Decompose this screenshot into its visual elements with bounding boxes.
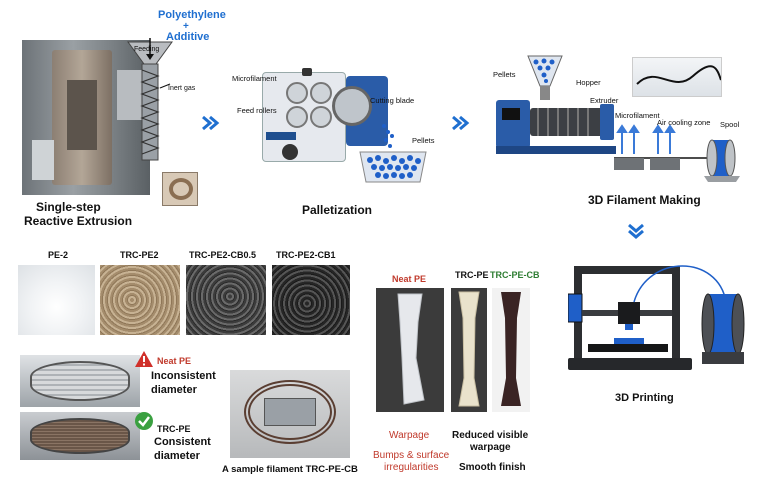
trc-pe-desc-line2: diameter bbox=[154, 450, 200, 462]
warning-icon bbox=[135, 351, 153, 367]
extrusion-title-line2: Reactive Extrusion bbox=[24, 214, 133, 228]
pellet-tray-diagram bbox=[359, 124, 427, 183]
feed-rollers-label: Feed rollers bbox=[237, 106, 277, 115]
bumps-label-line2: irregularities bbox=[384, 462, 439, 473]
pellets-label: Pellets bbox=[412, 136, 435, 145]
printed-part-photo-trc bbox=[451, 288, 487, 412]
sample-photo-trc-pe2 bbox=[100, 265, 180, 335]
microfilament-label: Microfilament bbox=[232, 74, 277, 83]
filament-inset-photo bbox=[632, 57, 722, 97]
reduced-warpage-line1: Reduced visible bbox=[452, 430, 529, 441]
flow-arrow-icon bbox=[452, 115, 470, 131]
sample-filament-caption: A sample filament TRC-PE-CB bbox=[222, 464, 358, 475]
spool-photo-trc bbox=[20, 412, 140, 460]
palletization-title: Palletization bbox=[302, 203, 373, 217]
neat-pe-spool-label: Neat PE bbox=[157, 356, 192, 366]
trc-pe-spool-label: TRC-PE bbox=[157, 424, 191, 434]
sample-label-4: TRC-PE2-CB1 bbox=[276, 250, 336, 260]
sample-photo-trc-pe2-cb1 bbox=[272, 265, 350, 335]
neat-pe-desc-line1: Inconsistent bbox=[151, 370, 216, 382]
warpage-label: Warpage bbox=[389, 430, 430, 441]
sample-filament-photo bbox=[230, 370, 350, 458]
printed-trc-pe-cb-label: TRC-PE-CB bbox=[490, 270, 540, 280]
extruder-label: Extruder bbox=[590, 96, 619, 105]
sample-photo-pe2 bbox=[18, 265, 95, 335]
extrusion-input-additive: Additive bbox=[166, 31, 210, 43]
extrusion-title-line1: Single-step bbox=[36, 200, 101, 214]
sample-label-3: TRC-PE2-CB0.5 bbox=[189, 250, 257, 260]
fm-microfilament-label: Microfilament bbox=[615, 111, 660, 120]
printed-trc-pe-label: TRC-PE bbox=[455, 270, 489, 280]
trc-pe-desc-line1: Consistent bbox=[154, 436, 211, 448]
hopper-label: Hopper bbox=[576, 78, 601, 87]
bumps-label-line1: Bumps & surface bbox=[373, 450, 450, 461]
extruder-photo bbox=[22, 40, 150, 195]
flow-arrow-down-icon bbox=[628, 223, 644, 239]
filament-making-title: 3D Filament Making bbox=[588, 193, 701, 207]
printed-neat-pe-label: Neat PE bbox=[392, 274, 427, 284]
spool-photo-neat bbox=[20, 355, 140, 407]
screw-diagram bbox=[127, 38, 173, 161]
inert-gas-label: Inert gas bbox=[168, 85, 196, 92]
feeding-label: Feeding bbox=[134, 46, 160, 53]
printed-part-photo-neat bbox=[376, 288, 444, 412]
cutting-blade-label: Cutting blade bbox=[370, 96, 415, 105]
air-cooling-label: Air cooling zone bbox=[657, 118, 711, 127]
flow-arrow-icon bbox=[202, 115, 220, 131]
smooth-finish-label: Smooth finish bbox=[459, 462, 526, 473]
extrusion-input-plus: + bbox=[183, 21, 189, 32]
filament-extruder-diagram bbox=[496, 55, 740, 182]
3d-printer-diagram bbox=[568, 265, 745, 370]
pelletizer-photo bbox=[262, 68, 392, 178]
printed-part-photo-trccb bbox=[492, 288, 530, 412]
reduced-warpage-line2: warpage bbox=[470, 442, 511, 453]
sample-label-2: TRC-PE2 bbox=[120, 250, 159, 260]
fm-pellets-label: Pellets bbox=[493, 70, 516, 79]
extrusion-input-polyethylene: Polyethylene bbox=[158, 9, 226, 21]
die-ring-photo bbox=[162, 172, 198, 206]
neat-pe-desc-line2: diameter bbox=[151, 384, 197, 396]
spool-label: Spool bbox=[720, 120, 740, 129]
sample-label-1: PE-2 bbox=[48, 250, 69, 260]
check-icon bbox=[135, 412, 153, 430]
printing-title: 3D Printing bbox=[615, 392, 674, 404]
sample-photo-trc-pe2-cb05 bbox=[186, 265, 266, 335]
